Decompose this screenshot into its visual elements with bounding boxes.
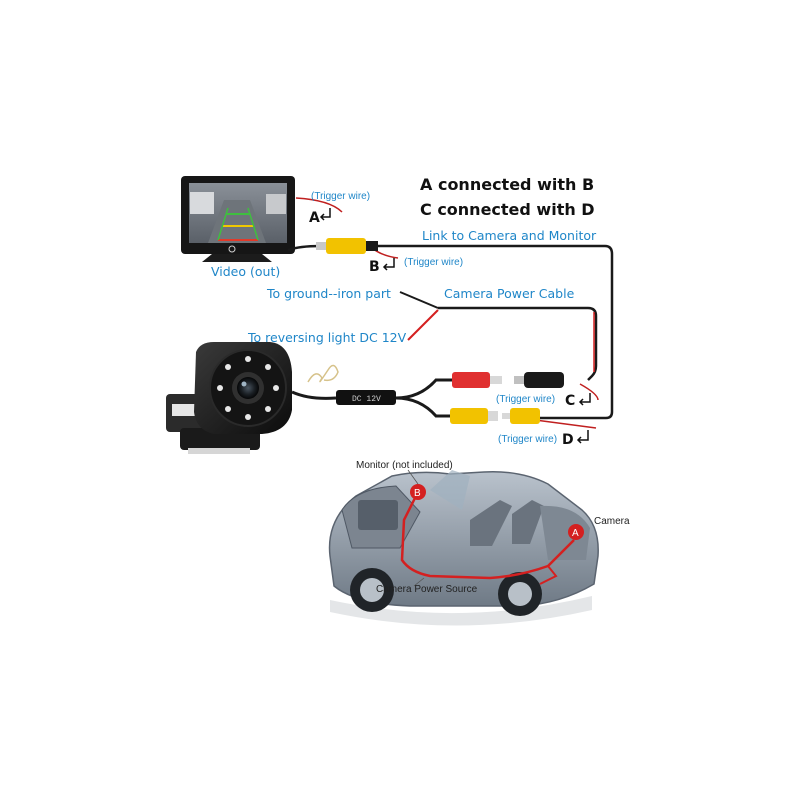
camera-cable: DC 12V bbox=[291, 364, 452, 418]
rca-plug-metal bbox=[316, 242, 326, 250]
car-engine-block bbox=[358, 500, 398, 530]
guide-line-side-left bbox=[217, 207, 229, 241]
led-1 bbox=[245, 356, 251, 362]
car-wiring-branch bbox=[539, 565, 558, 585]
dc-jack-metal bbox=[514, 376, 524, 384]
led-2 bbox=[265, 364, 271, 370]
monitor bbox=[181, 176, 295, 262]
cable-coil-icon bbox=[307, 364, 339, 383]
wheel-rear-rim bbox=[508, 582, 532, 606]
camera-mount-foot bbox=[188, 448, 250, 454]
trigger-label-a: (Trigger wire) bbox=[311, 191, 370, 202]
rca-plug-tail bbox=[366, 241, 378, 251]
car-camera-label: Camera bbox=[594, 516, 630, 527]
dc-jack-body bbox=[524, 372, 564, 388]
camera-cable-main bbox=[291, 390, 337, 400]
reversing-wire bbox=[407, 309, 439, 341]
connector-a-letter: A bbox=[309, 210, 320, 226]
red-rca-plug bbox=[452, 372, 490, 388]
car-trunk bbox=[540, 505, 590, 560]
trigger-label-b: (Trigger wire) bbox=[404, 257, 463, 268]
trigger-wire-a bbox=[295, 197, 343, 213]
power-cable bbox=[438, 306, 598, 381]
cable-split-lower bbox=[395, 396, 450, 418]
ground-wire bbox=[399, 291, 439, 309]
monitor-screen-car-left bbox=[190, 192, 214, 214]
power-source-leader-line bbox=[413, 577, 425, 587]
video-connectors bbox=[450, 408, 540, 424]
monitor-stand bbox=[202, 254, 272, 262]
link-label: Link to Camera and Monitor bbox=[422, 228, 597, 243]
car-power-source-label: Camera Power Source bbox=[376, 584, 478, 595]
monitor-screen-road bbox=[208, 200, 266, 243]
led-5 bbox=[245, 414, 251, 420]
badge-a bbox=[568, 524, 584, 540]
cable-tag-text: DC 12V bbox=[352, 395, 381, 404]
video-out-label: Video (out) bbox=[211, 264, 280, 279]
connector-b-letter: B bbox=[369, 259, 380, 275]
yellow-rca-male bbox=[510, 408, 540, 424]
cable-tag bbox=[336, 390, 396, 405]
yellow-rca-male-tip bbox=[502, 413, 510, 419]
monitor-leader-line bbox=[407, 469, 419, 485]
led-7 bbox=[217, 385, 223, 391]
return-arrow-d-icon bbox=[576, 430, 589, 444]
monitor-screen-car-right bbox=[266, 194, 286, 214]
link-cable bbox=[378, 244, 614, 420]
camera-mount-label bbox=[172, 404, 200, 416]
led-8 bbox=[225, 364, 231, 370]
cable-split-upper bbox=[395, 378, 452, 400]
red-rca-tip bbox=[490, 376, 502, 384]
connector-c-letter: C bbox=[565, 393, 575, 409]
headline-a-b: A connected with B bbox=[420, 175, 594, 194]
power-cable-label: Camera Power Cable bbox=[444, 286, 575, 301]
lens-glint bbox=[241, 381, 247, 387]
camera-lens bbox=[237, 377, 259, 399]
led-3 bbox=[273, 385, 279, 391]
car-seats bbox=[470, 500, 512, 546]
badge-b-text: B bbox=[414, 488, 421, 499]
yellow-rca-female bbox=[450, 408, 488, 424]
trigger-label-c: (Trigger wire) bbox=[496, 394, 555, 405]
return-arrow-a-icon bbox=[319, 208, 331, 221]
camera bbox=[166, 342, 292, 454]
wires bbox=[287, 197, 614, 429]
monitor-rca-connector bbox=[316, 238, 378, 254]
return-arrow-c-icon bbox=[578, 393, 591, 406]
ground-label: To ground--iron part bbox=[266, 286, 391, 301]
reversing-label: To reversing light DC 12V bbox=[247, 330, 407, 345]
car-wiring-route bbox=[400, 491, 575, 580]
brand-logo-icon bbox=[228, 245, 236, 253]
car-rear-seat bbox=[512, 500, 544, 544]
badge-b bbox=[410, 484, 426, 500]
return-arrow-b-icon bbox=[382, 258, 395, 271]
car-cutaway: B A bbox=[328, 469, 599, 626]
trigger-wire-c bbox=[579, 383, 599, 401]
car-shadow bbox=[330, 596, 592, 626]
wheel-front-rim bbox=[360, 578, 384, 602]
rca-plug-yellow bbox=[326, 238, 366, 254]
power-connectors bbox=[452, 372, 564, 388]
yellow-rca-female-tip bbox=[488, 411, 498, 421]
trigger-label-d: (Trigger wire) bbox=[498, 434, 557, 445]
guide-line-side-right bbox=[247, 207, 259, 241]
badge-a-text: A bbox=[572, 528, 579, 539]
led-6 bbox=[225, 406, 231, 412]
headline-c-d: C connected with D bbox=[420, 200, 595, 219]
car-windshield bbox=[430, 470, 470, 510]
led-4 bbox=[265, 406, 271, 412]
connector-d-letter: D bbox=[562, 432, 574, 448]
car-monitor-label: Monitor (not included) bbox=[356, 460, 453, 471]
